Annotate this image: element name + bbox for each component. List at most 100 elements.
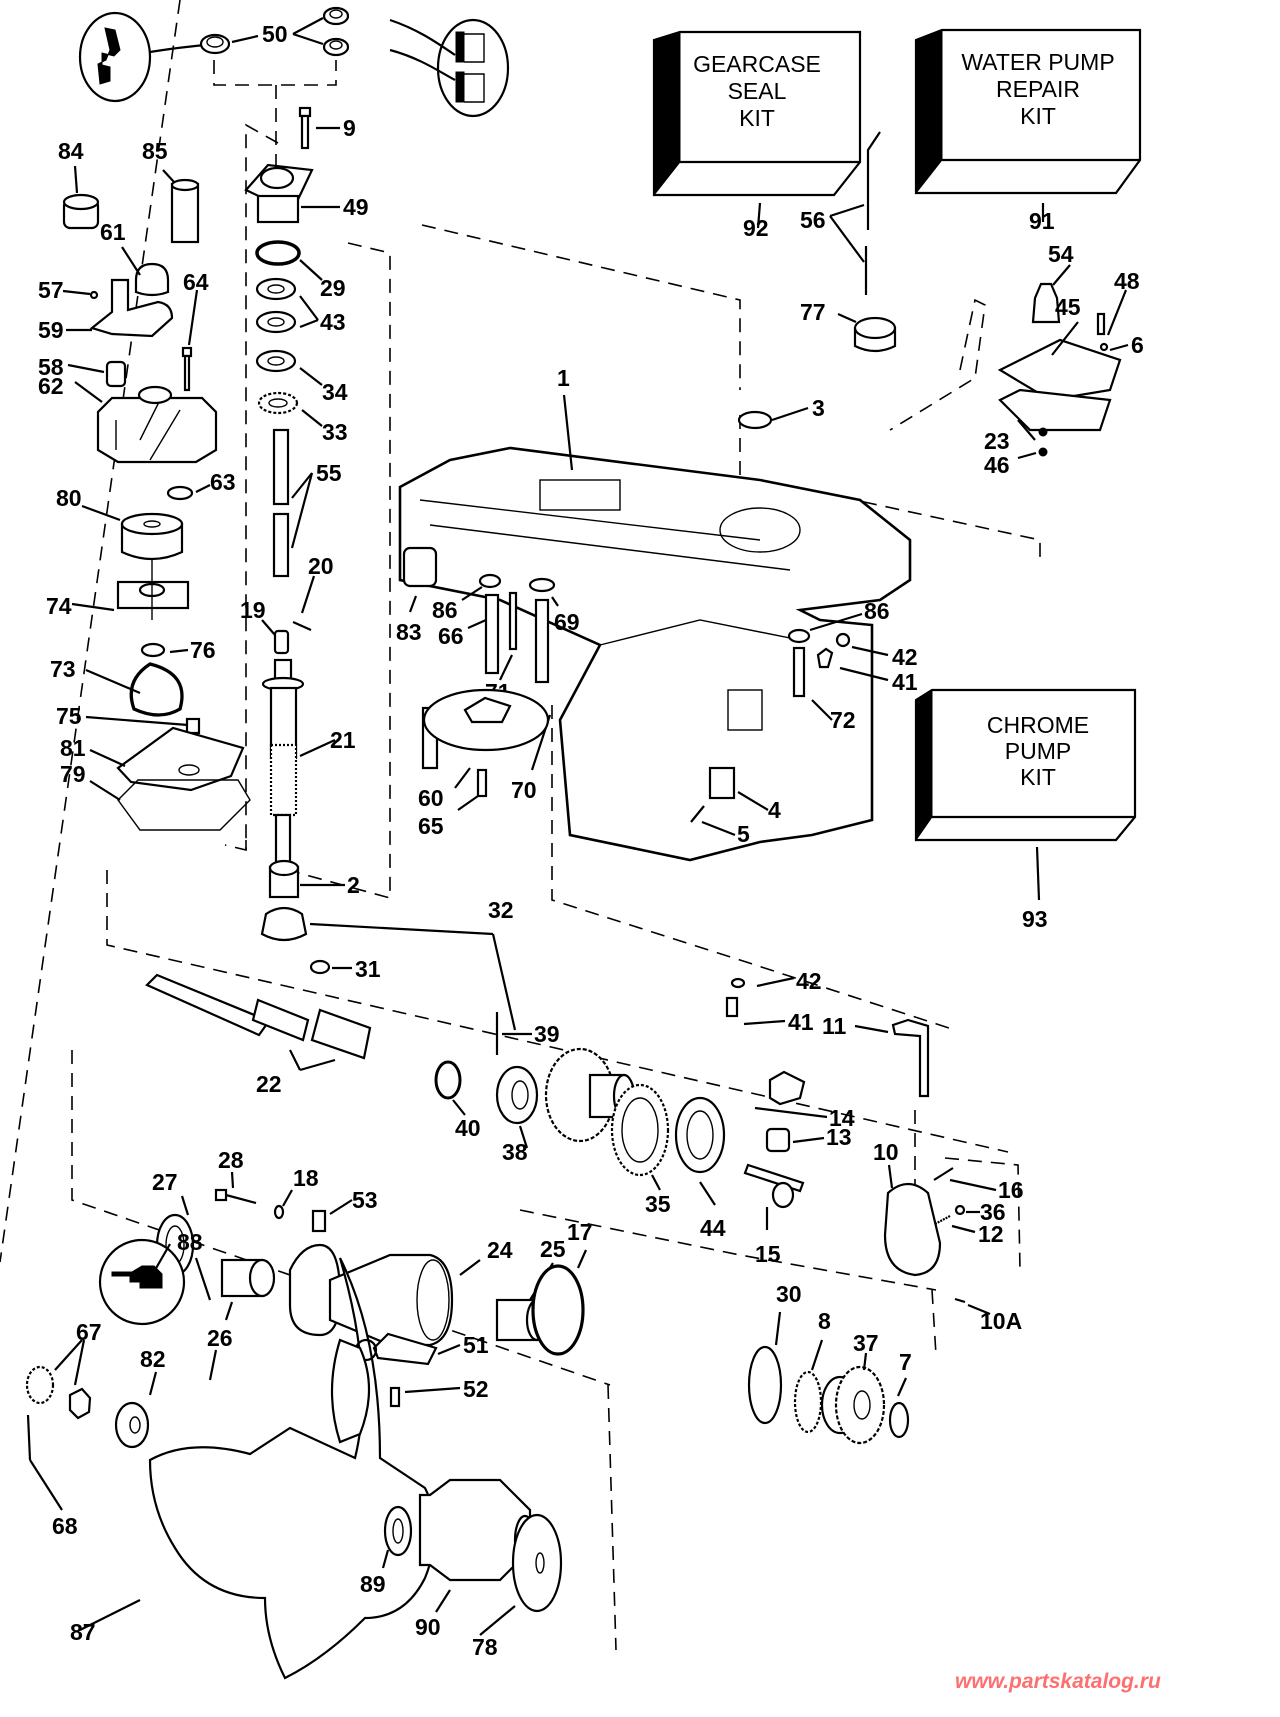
part-32-forward-gear xyxy=(544,1047,636,1143)
part-70-bolt xyxy=(530,598,552,771)
kit-label-line2: REPAIR xyxy=(996,76,1080,102)
callout-70: 70 xyxy=(511,777,537,803)
part-57-screw xyxy=(62,289,99,300)
part-80-cup xyxy=(81,504,184,561)
part-73-seal xyxy=(85,662,184,717)
part-89-spacer xyxy=(381,1505,413,1569)
callout-41b: 41 xyxy=(788,1009,814,1035)
part-49-housing xyxy=(244,163,340,224)
callout-52: 52 xyxy=(463,1376,489,1402)
part-53-clip xyxy=(311,1199,353,1233)
callout-68: 68 xyxy=(52,1513,78,1539)
callout-22: 22 xyxy=(256,1071,282,1097)
callout-65: 65 xyxy=(418,813,444,839)
part-5-pin xyxy=(690,805,736,837)
callout-27: 27 xyxy=(152,1169,178,1195)
callout-20: 20 xyxy=(308,553,334,579)
callout-25: 25 xyxy=(540,1236,566,1262)
part-39-pin xyxy=(495,1012,532,1055)
part-61-grommet xyxy=(121,246,170,297)
callout-80: 80 xyxy=(56,485,82,511)
callout-9: 9 xyxy=(343,115,356,141)
callout-66: 66 xyxy=(438,623,464,649)
callout-43: 43 xyxy=(320,309,346,335)
part-42-washer xyxy=(835,632,889,657)
callout-61: 61 xyxy=(100,219,126,245)
callout-64: 64 xyxy=(183,269,209,295)
callout-21: 21 xyxy=(330,727,356,753)
callout-46: 46 xyxy=(984,452,1010,478)
callout-1: 1 xyxy=(557,365,570,391)
part-29-oring xyxy=(255,240,323,281)
callout-41a: 41 xyxy=(892,669,918,695)
part-3-ring xyxy=(737,406,809,430)
callout-78: 78 xyxy=(472,1634,498,1660)
callout-87: 87 xyxy=(70,1619,96,1645)
part-66-bolt xyxy=(467,593,500,675)
part-19-drive-pin-retainer xyxy=(261,619,290,655)
kit-label-line1: WATER PUMP xyxy=(961,49,1114,75)
part-67-nut-and-retainer xyxy=(25,1339,92,1420)
callout-60: 60 xyxy=(418,785,444,811)
chrome-pump-kit-box: CHROME PUMP KIT xyxy=(914,688,1137,842)
part-56-water-tube xyxy=(829,131,881,295)
part-37-reverse-gear xyxy=(820,1352,886,1445)
callout-93: 93 xyxy=(1022,906,1048,932)
part-13-cradle xyxy=(765,1127,825,1153)
part-50-seals xyxy=(199,6,350,57)
part-2-bearing xyxy=(268,859,345,899)
part-8-bearing xyxy=(793,1339,824,1434)
callout-53: 53 xyxy=(352,1187,378,1213)
part-86-washer xyxy=(461,573,502,601)
part-74-impeller xyxy=(71,560,190,620)
callout-34: 34 xyxy=(322,379,348,405)
callout-90: 90 xyxy=(415,1614,441,1640)
part-64-screw xyxy=(181,289,199,392)
callout-31: 31 xyxy=(355,956,381,982)
part-87-propeller xyxy=(79,1257,437,1680)
part-86-washer-right xyxy=(787,612,863,644)
part-71-screw xyxy=(499,591,518,681)
part-30-washer xyxy=(747,1311,783,1425)
callout-49: 49 xyxy=(343,194,369,220)
part-18-nut xyxy=(273,1189,293,1220)
part-41-fitting xyxy=(816,647,889,682)
part-40-ring xyxy=(434,1060,466,1116)
callout-26: 26 xyxy=(207,1325,233,1351)
kit-label-line3: KIT xyxy=(1020,103,1056,129)
part-81-plate xyxy=(89,726,245,792)
seal-detail-circle-right xyxy=(389,18,510,118)
callout-10a: 10A xyxy=(980,1308,1022,1334)
callout-10: 10 xyxy=(873,1139,899,1165)
kit-label-line1: GEARCASE xyxy=(693,51,821,77)
part-44-thrust-washer xyxy=(674,1096,726,1206)
part-12-spring xyxy=(934,1215,976,1234)
callout-38: 38 xyxy=(502,1139,528,1165)
callout-54: 54 xyxy=(1048,241,1074,267)
callout-13: 13 xyxy=(826,1124,852,1150)
gearcase-exploded-diagram: GEARCASE SEAL KIT 92 WATER PUMP REPAIR K… xyxy=(0,0,1144,1680)
callout-7: 7 xyxy=(899,1349,912,1375)
part-10a-pin xyxy=(954,1297,991,1316)
leader-88 xyxy=(194,1257,212,1301)
part-65-screw xyxy=(457,768,488,811)
part-17-oring xyxy=(531,1249,588,1356)
kit-label-line2: SEAL xyxy=(728,78,787,104)
callout-11: 11 xyxy=(822,1013,847,1039)
callout-6: 6 xyxy=(1131,332,1144,358)
callout-85: 85 xyxy=(142,138,168,164)
callout-84: 84 xyxy=(58,138,84,164)
watermark-text: www.partskatalog.ru xyxy=(955,1670,1161,1693)
part-38-clutch-dog xyxy=(495,1065,539,1149)
part-54-valve xyxy=(1031,264,1071,324)
part-14-detent xyxy=(754,1070,828,1119)
seal-detail-circle-left xyxy=(78,11,223,103)
callout-12: 12 xyxy=(978,1221,1004,1247)
part-48-screw xyxy=(1096,289,1128,336)
seal-detail-circle-bottom xyxy=(98,1238,186,1326)
callout-83: 83 xyxy=(396,619,422,645)
callout-18: 18 xyxy=(293,1165,319,1191)
callout-32: 32 xyxy=(488,897,514,923)
callout-92: 92 xyxy=(743,215,769,241)
part-79-gasket xyxy=(89,779,251,831)
